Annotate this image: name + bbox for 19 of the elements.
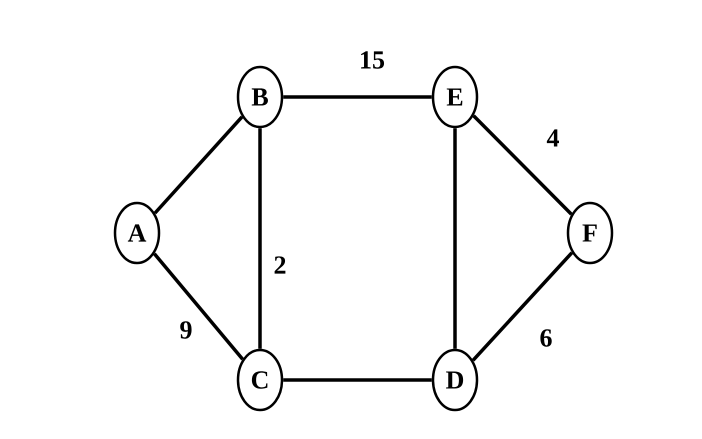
edge <box>283 378 432 382</box>
graph-vertex: D <box>432 348 478 412</box>
edge-label: 4 <box>546 128 560 148</box>
graph-vertex: E <box>432 66 478 128</box>
edge-label: 6 <box>538 328 554 348</box>
edge <box>258 128 262 349</box>
edge <box>472 114 573 216</box>
graph-vertex: A <box>114 202 160 264</box>
edge <box>153 252 244 360</box>
edge <box>472 251 574 362</box>
graph-vertex: B <box>236 66 284 128</box>
graph-vertex: C <box>236 348 284 412</box>
edge-label: 9 <box>178 320 194 340</box>
edge <box>453 128 457 349</box>
graph-vertex: F <box>566 202 614 264</box>
edge <box>283 95 432 99</box>
edge-label: 15 <box>358 50 386 70</box>
edge-label: 2 <box>272 255 288 275</box>
edge <box>154 116 244 214</box>
